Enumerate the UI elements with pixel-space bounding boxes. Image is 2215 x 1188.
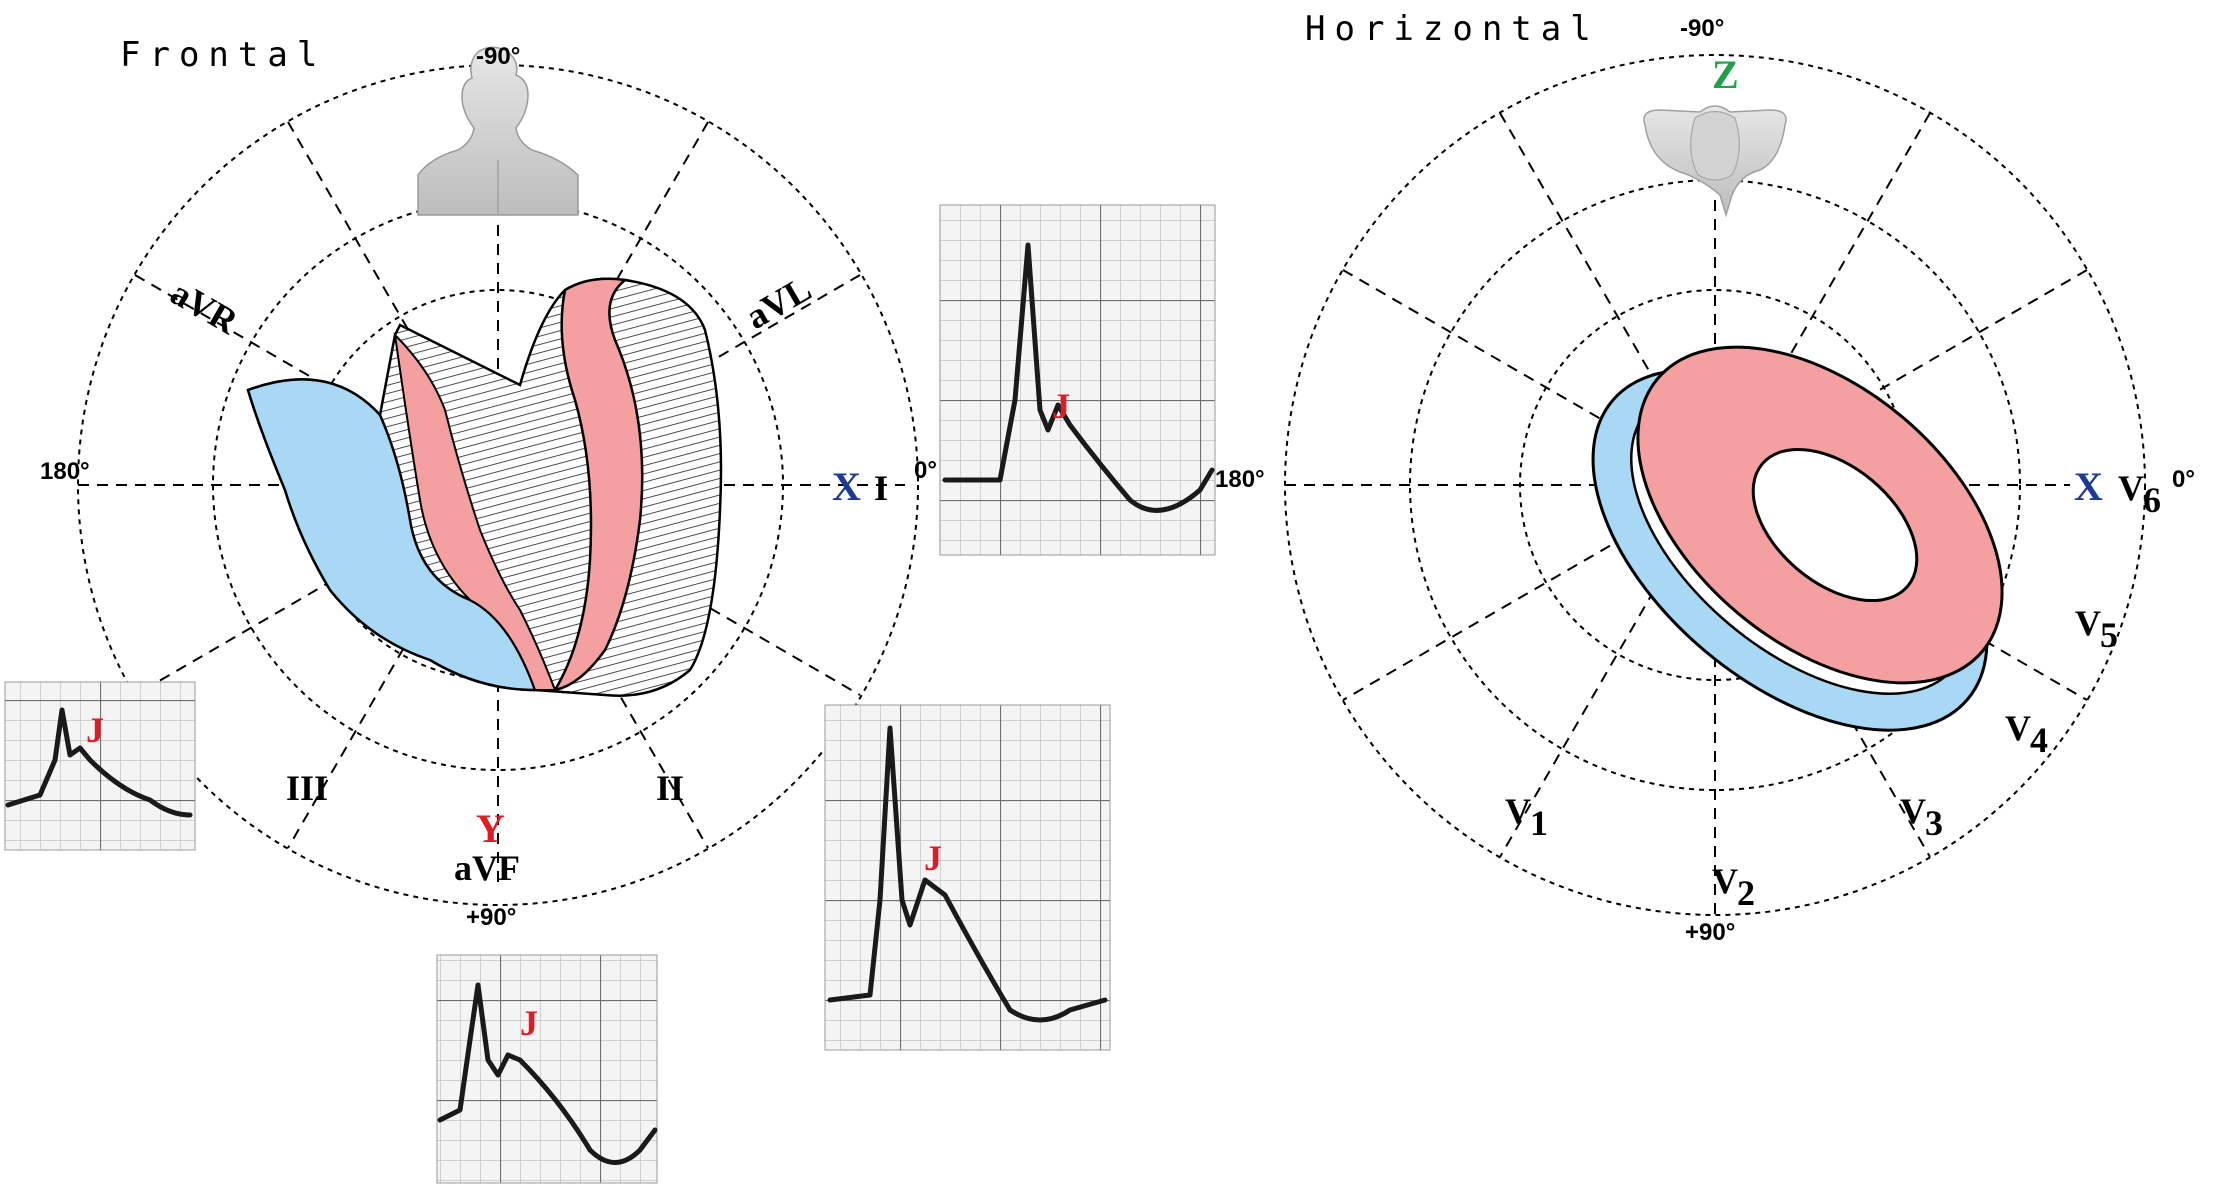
frontal-axis-y-label: Y: [476, 806, 505, 851]
lead-letter-v2: V: [1712, 861, 1738, 901]
lead-letter-v5: V: [2075, 603, 2101, 643]
frontal-deg-left: 180°: [40, 458, 90, 485]
lead-label-ii: II: [656, 768, 684, 808]
heart-top-view-icon: [1643, 105, 1787, 218]
precordial-lead-v6: V 6: [2118, 468, 2161, 520]
horizontal-axis-z-label: Z: [1712, 52, 1739, 97]
lead-subscript-v6: 6: [2143, 480, 2161, 520]
horizontal-deg-top: -90°: [1680, 15, 1724, 42]
horizontal-title: Horizontal: [1305, 9, 1600, 49]
horizontal-polar-grid: [1284, 54, 2146, 916]
left-ventricle-wall: [552, 277, 644, 692]
frontal-title: Frontal: [120, 35, 326, 75]
horizontal-ring-middle: [1409, 179, 2021, 791]
horizontal-deg-right: 0°: [2172, 466, 2195, 493]
frontal-deg-bottom: +90°: [466, 904, 516, 931]
lead-label-avf: aVF: [454, 848, 520, 888]
ecg-strip-lead-iii: J: [4, 681, 196, 851]
frontal-deg-top: -90°: [476, 43, 520, 70]
septum-wall: [393, 332, 557, 691]
frontal-deg-right: 0°: [914, 457, 937, 484]
lead-subscript-v1: 1: [1530, 803, 1548, 843]
precordial-lead-v5: V 5: [2075, 603, 2118, 655]
horizontal-ventricle-ring: [1591, 345, 2004, 732]
ecg-strip-lead-ii: J: [824, 704, 1111, 1051]
heart-frontal-section: [246, 277, 723, 697]
precordial-lead-v3: V 3: [1900, 791, 1943, 843]
precordial-lead-v1: V 1: [1505, 791, 1548, 843]
horizontal-spoke-1: [1342, 269, 2088, 701]
ecg-strip-lead-i: J: [939, 204, 1216, 556]
frontal-axis-x-label: X: [832, 464, 861, 509]
lead-letter-v3: V: [1900, 791, 1926, 831]
human-torso-front-icon: [417, 46, 579, 216]
lead-subscript-v2: 2: [1737, 873, 1755, 913]
ecg-j-label-lead-iii: J: [86, 710, 104, 750]
horizontal-spoke-3: [1499, 112, 1931, 858]
lead-label-i: I: [874, 468, 888, 508]
precordial-lead-v4: V 4: [2005, 708, 2048, 760]
lead-letter-v4: V: [2005, 708, 2031, 748]
frontal-ring-outer: [77, 64, 919, 906]
horizontal-plane: Horizontal -90° +90° 180° 0°: [1215, 9, 2195, 946]
lead-subscript-v5: 5: [2100, 615, 2118, 655]
ecg-j-label-lead-ii: J: [924, 838, 942, 878]
horizontal-deg-bottom: +90°: [1685, 919, 1735, 946]
lead-letter-v6: V: [2118, 468, 2144, 508]
horizontal-deg-left: 180°: [1215, 466, 1265, 493]
lead-subscript-v4: 4: [2030, 720, 2048, 760]
lead-label-iii: III: [286, 768, 328, 808]
lead-label-avr: aVR: [164, 272, 245, 342]
horizontal-spoke-4: [1499, 112, 1931, 858]
frontal-plane: Frontal -90° +90° 180° 0°: [40, 35, 937, 931]
ecg-strip-lead-avf: J: [436, 954, 658, 1184]
lead-letter-v1: V: [1505, 791, 1531, 831]
lead-label-avl: aVL: [739, 268, 818, 337]
lead-subscript-v3: 3: [1925, 803, 1943, 843]
horizontal-axis-x-label: X: [2074, 464, 2103, 509]
ecg-j-label-lead-avf: J: [520, 1003, 538, 1043]
left-ventricle-cavity: [1751, 447, 1919, 603]
horizontal-spoke-2: [1342, 269, 2088, 701]
precordial-lead-v2: V 2: [1712, 861, 1755, 913]
ecg-j-label-lead-i: J: [1052, 386, 1070, 426]
